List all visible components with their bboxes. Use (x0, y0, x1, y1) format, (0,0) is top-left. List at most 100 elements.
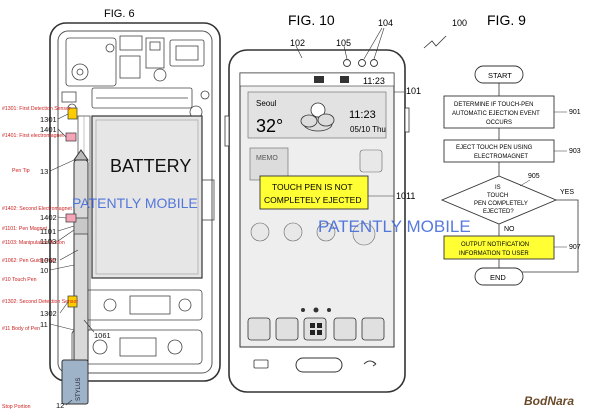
decision-line-2: TOUCH (487, 193, 508, 199)
pen-guide-path-label: #1062: Pen Guide Path (2, 258, 56, 264)
flow-end (474, 267, 524, 286)
status-battery-icon (340, 76, 349, 83)
fig9-group: FIG. 9 START DETERMINE IF TOUCH-PEN AUTO… (440, 12, 581, 286)
fig6-phone-inner-frame (57, 30, 213, 374)
fig6-reference-numbers: 1301 1401 13 1402 1101 1103 1062 10 1302… (40, 115, 111, 410)
ref-907: 907 (569, 244, 581, 251)
second-electromagnet-label: #1402: Second Electromagnet (2, 206, 72, 212)
ref-104-leader-b (373, 27, 385, 60)
ref-100: 100 (452, 18, 467, 28)
weather-temperature: 32° (256, 116, 283, 136)
step901-line-3: OCCURS (486, 120, 512, 126)
flow-yes-label: YES (560, 189, 574, 196)
first-electromagnet (65, 132, 77, 142)
first-electromagnet-label: #1401: First electromagnet (2, 133, 64, 139)
page-indicator (301, 307, 331, 313)
ref-1061-label: 1061 (94, 331, 111, 340)
memo-widget[interactable] (249, 147, 289, 181)
credit-logo: BodNara (524, 394, 574, 408)
weather-date: 05/10 Thu (350, 125, 386, 134)
stylus-text: STYLUS (76, 378, 82, 401)
step903-line-1: EJECT TOUCH PEN USING (456, 145, 533, 151)
ref-104-leader-a (363, 27, 383, 60)
weather-time: 11:23 (349, 109, 376, 121)
stop-portion-label: Stop Portion (2, 404, 31, 410)
ref-105-leader (343, 45, 348, 60)
first-detection-sensor-label: #1301: First Detection Sensor (2, 106, 71, 112)
app-icon-3[interactable] (316, 222, 336, 242)
second-electromagnet (65, 213, 77, 223)
flow-end-label: END (490, 273, 506, 282)
ref-102: 102 (290, 38, 305, 48)
app-icon-1[interactable] (250, 222, 270, 242)
ref-11-label: 11 (40, 320, 48, 329)
ref-1062-label: 1062 (40, 256, 57, 265)
ref-901: 901 (569, 109, 581, 116)
ref-104: 104 (378, 18, 393, 28)
fig6-callout-descriptions: #1301: First Detection Sensor #1401: Fir… (2, 106, 78, 410)
flow-no-label: NO (504, 226, 515, 233)
ref-1302-label: 1302 (40, 309, 57, 318)
pen-tip (73, 149, 89, 161)
step903-line-2: ELECTROMAGNET (474, 154, 528, 160)
app-icon-5[interactable] (359, 149, 383, 173)
ref-100-arrow (423, 35, 447, 49)
decision-line-4: EJECTED? (483, 209, 514, 215)
second-detection-sensor-label: #1302: Second Detection Sensor (2, 299, 78, 305)
ref-1011: 1011 (396, 191, 415, 201)
fig6-leader-lines (49, 113, 95, 406)
step901-line-1: DETERMINE IF TOUCH-PEN (454, 102, 533, 108)
messages-app-icon[interactable] (333, 317, 357, 341)
fig10-group: FIG. 10 102 105 104 100 101 11:23 Seoul … (224, 12, 471, 393)
phone-app-icon[interactable] (247, 317, 271, 341)
pen-magnet-label: #1101: Pen Magnet (2, 226, 47, 232)
ref-12-label: 12 (56, 401, 64, 410)
contacts-app-icon[interactable] (275, 317, 299, 341)
decision-line-1: IS (495, 185, 501, 191)
ref-1101-label: 1101 (40, 227, 56, 236)
ref-13-label: 13 (40, 167, 48, 176)
back-key-icon[interactable] (363, 360, 377, 367)
ref-1401-label: 1401 (40, 125, 57, 134)
step907-line-1: OUTPUT NOTIFICATION (461, 242, 529, 248)
ref-903: 903 (569, 148, 581, 155)
manipulation-button-label: #1103: Manipulation Button (2, 240, 65, 246)
fig10-side-key (404, 107, 410, 133)
ref-102-leader (295, 45, 303, 59)
battery-label: BATTERY (110, 156, 191, 176)
popup-line-1: TOUCH PEN IS NOT (272, 182, 353, 192)
dock (247, 317, 385, 341)
app-icon-2[interactable] (283, 222, 303, 242)
battery-inner-edge (95, 119, 199, 275)
fig6-side-connector (201, 179, 215, 221)
menu-key-icon[interactable] (253, 359, 269, 369)
app-icon-4[interactable] (352, 222, 376, 246)
ref-905: 905 (528, 173, 540, 180)
pen-tip-label: Pen Tip (12, 168, 30, 174)
touch-pen-label: #10 Touch Pen (2, 277, 37, 283)
ejection-warning-popup[interactable] (259, 175, 369, 210)
ref-101: 101 (406, 86, 421, 96)
fig6-top-components (61, 35, 210, 119)
popup-line-2: COMPLETELY EJECTED (264, 195, 361, 205)
fig6-title: FIG. 6 (104, 8, 135, 20)
fig10-watermark: PATENTLY MOBILE (318, 217, 471, 236)
flow-start-label: START (488, 71, 512, 80)
home-button[interactable] (295, 357, 343, 373)
fig10-volume-key (224, 115, 230, 147)
body-of-pen-label: #11 Body of Pen (2, 326, 40, 332)
browser-app-icon[interactable] (361, 317, 385, 341)
fig6-group: FIG. 6 BATTERY (2, 8, 221, 410)
apps-grid-icon[interactable] (303, 317, 327, 341)
ref-105: 105 (336, 38, 351, 48)
cloud-sun-icon (300, 102, 335, 132)
step901-line-2: AUTOMATIC EJECTION EVENT (452, 111, 540, 117)
memo-label: MEMO (256, 155, 278, 162)
step907-line-2: INFORMATION TO USER (459, 251, 529, 257)
decision-line-3: PEN COMPLETELY (474, 201, 528, 207)
flow-yes-path (499, 199, 579, 273)
front-camera-icon (343, 59, 351, 67)
status-time: 11:23 (363, 76, 385, 86)
status-signal-icon (314, 76, 324, 83)
